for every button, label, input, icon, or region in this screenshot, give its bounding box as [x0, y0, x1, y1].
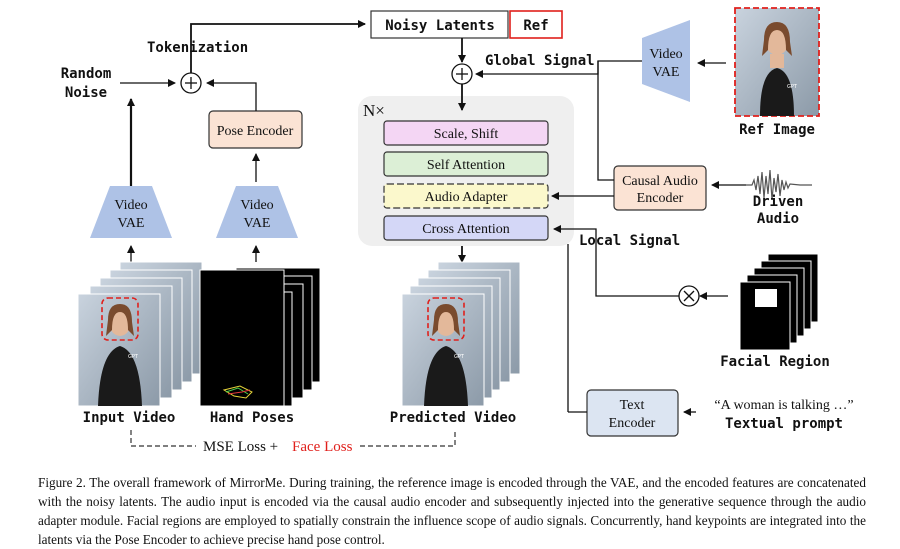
text-encoder-label-2: Encoder — [609, 416, 656, 431]
causal-audio-label-2: Encoder — [637, 191, 684, 206]
global-signal-label: Global Signal — [485, 53, 595, 69]
ref-vae-label-2: VAE — [653, 65, 680, 80]
noisy-latents-label: Noisy Latents — [385, 18, 495, 34]
causal-audio-encoder — [613, 165, 707, 211]
random-noise-label-1: Random — [61, 66, 112, 82]
input-video-label: Input Video — [83, 410, 176, 426]
audio-adapter-label: Audio Adapter — [425, 190, 508, 205]
local-signal-label: Local Signal — [579, 233, 680, 249]
pose-vae-label-1: Video — [240, 198, 273, 213]
self-attention-block — [383, 151, 549, 177]
scale-shift-label: Scale, Shift — [434, 127, 499, 142]
tokenization-label: Tokenization — [147, 40, 248, 56]
pose-encoder-label: Pose Encoder — [217, 124, 294, 139]
input-gpt-logo: GPT — [128, 354, 139, 360]
predicted-video-frames: GPT — [401, 261, 521, 407]
prompt-quote: “A woman is talking …” — [714, 398, 853, 413]
textual-prompt-label: Textual prompt — [725, 416, 843, 432]
hand-poses-frames — [199, 267, 321, 407]
causal-audio-label-1: Causal Audio — [622, 174, 698, 189]
self-attention-label: Self Attention — [427, 158, 505, 173]
n-times-label: N× — [363, 101, 385, 120]
noisy-latents-box — [370, 10, 509, 39]
predicted-gpt-logo: GPT — [454, 354, 465, 360]
input-vae-label-2: VAE — [118, 216, 145, 231]
text-encoder-label-1: Text — [620, 398, 645, 413]
ref-label: Ref — [523, 18, 548, 34]
framework-diagram: N× Scale, Shift Self Attention Audio Ada… — [61, 7, 854, 455]
ref-image: GPT — [734, 7, 820, 117]
input-video-frames: GPT — [77, 261, 203, 407]
audio-waveform-icon — [746, 169, 812, 201]
facial-region-masks — [739, 253, 819, 351]
face-loss-label: Face Loss — [292, 439, 353, 455]
random-noise-label-2: Noise — [65, 85, 107, 101]
loss-connector — [130, 430, 196, 447]
ref-video-vae — [642, 20, 690, 102]
predicted-video-label: Predicted Video — [390, 410, 516, 426]
driven-audio-label-2: Audio — [757, 211, 799, 227]
mse-loss-label: MSE Loss + — [203, 439, 278, 455]
cross-attention-block — [383, 215, 549, 241]
text-encoder-box — [586, 389, 679, 437]
ref-vae-label-1: Video — [649, 47, 682, 62]
figure-caption: Figure 2. The overall framework of Mirro… — [38, 475, 866, 547]
audio-adapter-block — [383, 183, 549, 209]
pose-vae-label-2: VAE — [244, 216, 271, 231]
input-video-vae — [90, 186, 172, 238]
facial-region-label: Facial Region — [720, 354, 830, 370]
input-vae-label-1: Video — [114, 198, 147, 213]
pose-video-vae — [216, 186, 298, 238]
ref-box — [509, 10, 563, 39]
hand-poses-label: Hand Poses — [210, 410, 294, 426]
ref-image-label: Ref Image — [739, 122, 815, 138]
ref-gpt-logo: GPT — [787, 84, 798, 90]
cross-attention-label: Cross Attention — [422, 222, 510, 237]
scale-shift-block — [383, 120, 549, 146]
driven-audio-label-1: Driven — [753, 194, 804, 210]
